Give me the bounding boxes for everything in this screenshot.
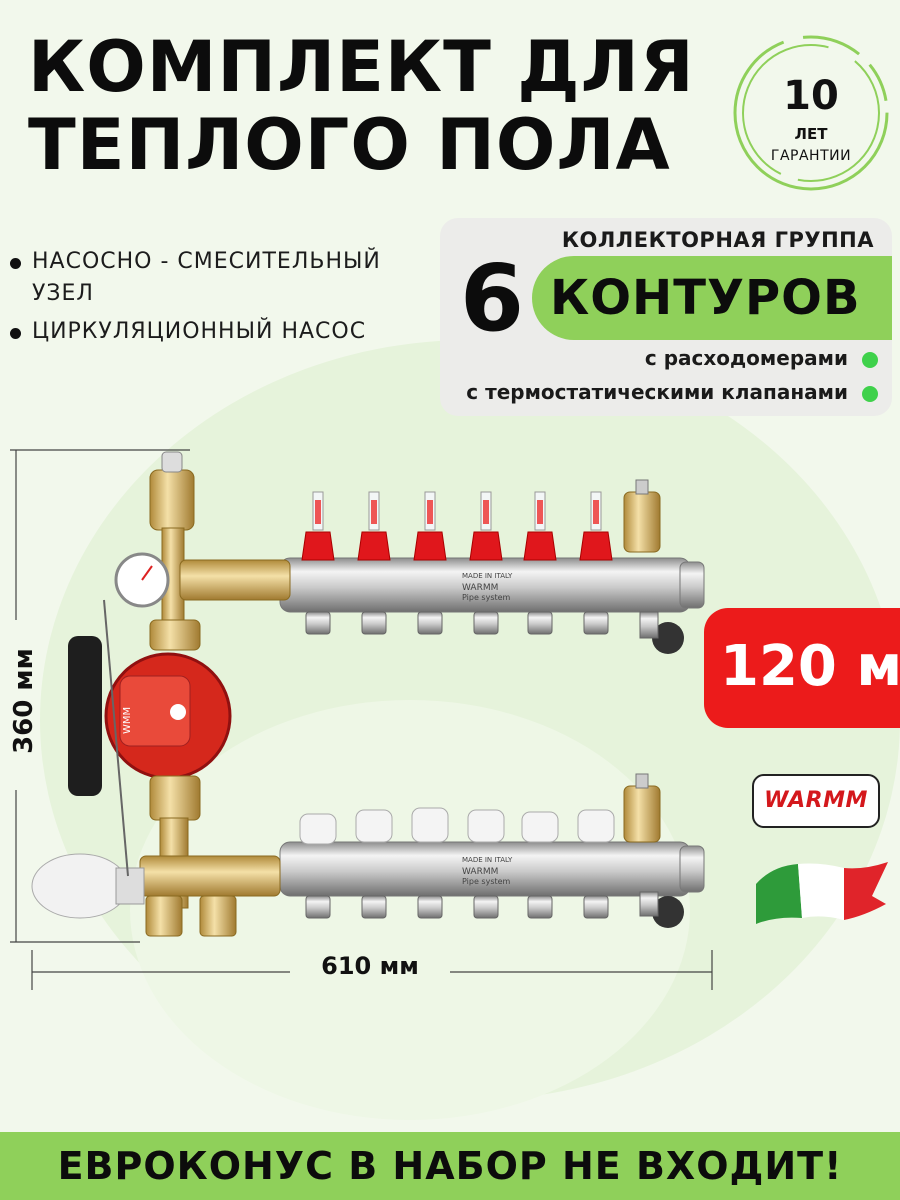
collector-made-text: MADE IN ITALY: [462, 856, 513, 864]
footer-text: ЕВРОКОНУС В НАБОР НЕ ВХОДИТ!: [57, 1144, 843, 1188]
spec-label: КОЛЛЕКТОРНАЯ ГРУППА: [561, 228, 874, 252]
feature-list: НАСОСНО - СМЕСИТЕЛЬНЫЙ УЗЕЛ ЦИРКУЛЯЦИОНН…: [8, 246, 428, 354]
area-badge: 120 м2: [704, 608, 900, 728]
spec-item: с расходомерами: [644, 346, 848, 370]
height-dimension-label: 360 мм: [9, 648, 39, 754]
warranty-unit: ЛЕТ: [794, 125, 828, 143]
feature-item: НАСОСНО - СМЕСИТЕЛЬНЫЙ УЗЕЛ: [8, 246, 428, 310]
brand-name: WARMM: [764, 788, 868, 813]
warranty-number: 10: [783, 73, 839, 119]
collector-system-text: Pipe system: [462, 593, 511, 602]
spec-count-label: КОНТУРОВ: [550, 270, 861, 326]
collector-brand-text: WARMM: [462, 867, 498, 877]
flowmeters: [301, 491, 613, 561]
spec-count: 6: [460, 245, 525, 352]
area-value: 120 м2: [720, 634, 900, 699]
warranty-badge: 10 ЛЕТ ГАРАНТИИ: [728, 30, 894, 196]
green-dot-icon: [862, 352, 878, 368]
brand-logo: WARMM: [752, 774, 880, 828]
width-dimension-label: 610 мм: [321, 952, 419, 980]
footer-banner: ЕВРОКОНУС В НАБОР НЕ ВХОДИТ!: [0, 1132, 900, 1200]
italy-flag-icon: [756, 862, 888, 924]
collector-system-text: Pipe system: [462, 877, 511, 886]
title-line: КОМПЛЕКТ ДЛЯ: [28, 26, 695, 108]
spec-card: КОЛЛЕКТОРНАЯ ГРУППА КОНТУРОВ 6 с расходо…: [440, 218, 892, 416]
spec-item: с термостатическими клапанами: [466, 380, 848, 404]
feature-item: ЦИРКУЛЯЦИОННЫЙ НАСОС: [8, 316, 428, 348]
collector-brand-text: WARMM: [462, 583, 498, 593]
warranty-ring-icon: [733, 35, 889, 191]
green-dot-icon: [862, 386, 878, 402]
collector-made-text: MADE IN ITALY: [462, 572, 513, 580]
page-title: КОМПЛЕКТ ДЛЯ ТЕПЛОГО ПОЛА: [28, 28, 695, 184]
title-line: ТЕПЛОГО ПОЛА: [28, 104, 671, 186]
spec-pill: КОНТУРОВ: [532, 256, 892, 340]
pump-brand-text: WMM: [122, 707, 133, 734]
valve-caps: [299, 807, 615, 845]
dimension-lines: [10, 449, 713, 990]
product-illustration: MADE IN ITALY WARMM Pipe system: [10, 449, 713, 990]
warranty-label: ГАРАНТИИ: [770, 148, 852, 164]
